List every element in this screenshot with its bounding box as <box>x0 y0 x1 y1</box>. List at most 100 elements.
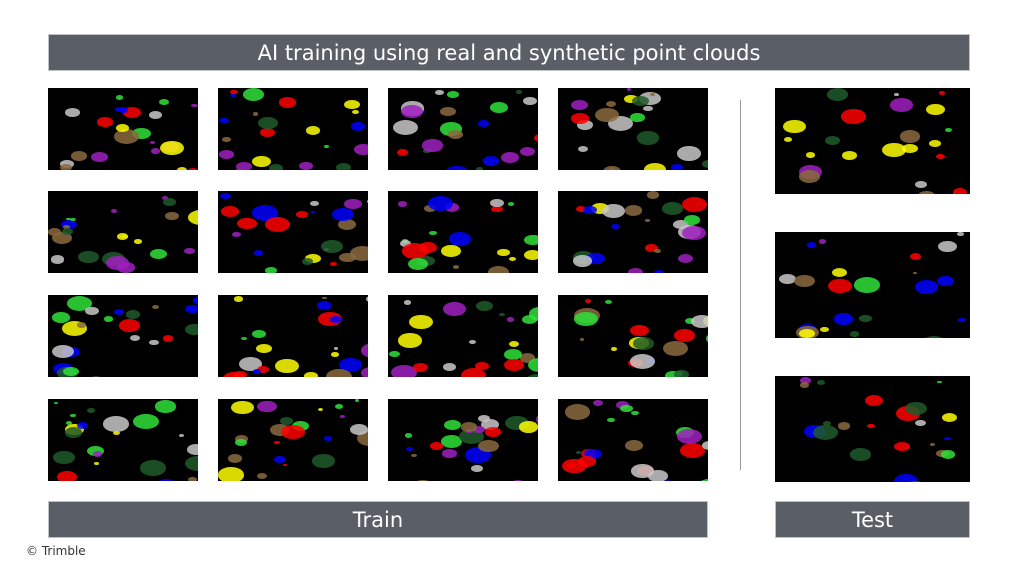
point-cluster <box>186 443 198 455</box>
point-cluster <box>629 353 656 370</box>
point-cluster <box>528 357 538 372</box>
point-cluster <box>50 255 65 264</box>
point-cluster <box>439 107 456 117</box>
point-cluster <box>818 239 827 244</box>
point-cluster <box>52 344 75 359</box>
point-cluster <box>220 192 231 200</box>
point-cluster <box>231 231 242 238</box>
point-cluster <box>509 340 520 347</box>
point-cluster <box>252 156 271 168</box>
point-cluster <box>643 162 667 170</box>
point-cluster <box>615 400 630 409</box>
point-cluster <box>681 196 708 212</box>
point-cluster <box>705 333 708 345</box>
point-cluster <box>520 353 536 363</box>
point-cluster <box>910 253 922 260</box>
point-cluster <box>165 211 180 221</box>
point-cluster <box>673 328 696 342</box>
point-cluster <box>672 219 689 230</box>
point-cluster <box>163 335 174 342</box>
point-cluster <box>326 369 352 377</box>
point-cluster <box>499 312 506 317</box>
point-cluster <box>280 424 306 440</box>
point-cluster <box>601 203 625 218</box>
point-cluster <box>64 427 83 438</box>
point-cluster <box>859 314 872 322</box>
point-cluster <box>679 442 706 459</box>
point-cluster <box>219 150 234 159</box>
point-cluster <box>477 120 489 127</box>
point-cluster <box>70 413 76 417</box>
point-cluster <box>576 119 593 130</box>
point-cluster <box>312 454 335 468</box>
point-cluster <box>889 97 913 112</box>
point-cluster <box>936 153 945 159</box>
train-point-cloud-image <box>218 88 368 170</box>
point-cluster <box>577 146 588 153</box>
point-cluster <box>442 301 467 317</box>
point-cluster <box>191 103 198 108</box>
train-point-cloud-image <box>388 295 538 377</box>
point-cluster <box>632 337 654 350</box>
point-cluster <box>185 455 198 472</box>
train-point-cloud-image <box>388 399 538 481</box>
point-cluster <box>324 145 329 148</box>
slide-title: AI training using real and synthetic poi… <box>48 34 970 71</box>
point-cluster <box>957 232 964 236</box>
point-cluster <box>178 433 185 438</box>
point-cluster <box>188 167 197 170</box>
point-cluster <box>133 239 142 245</box>
point-cluster <box>444 203 460 212</box>
train-point-cloud-image <box>388 88 538 170</box>
train-point-cloud-image <box>218 399 368 481</box>
point-cluster <box>353 143 368 155</box>
point-cluster <box>59 163 72 170</box>
point-cluster <box>477 414 491 423</box>
point-cluster <box>893 473 919 482</box>
point-cluster <box>625 440 644 452</box>
point-cluster <box>188 477 197 481</box>
point-cluster <box>236 161 252 170</box>
point-cluster <box>298 162 313 170</box>
point-cluster <box>329 262 337 267</box>
point-cluster <box>317 407 324 412</box>
point-cluster <box>330 316 342 324</box>
point-cluster <box>332 208 355 222</box>
point-cluster <box>252 112 258 116</box>
point-cluster <box>571 99 589 111</box>
point-cluster <box>926 103 945 115</box>
point-cluster <box>854 277 881 293</box>
point-cluster <box>354 399 360 402</box>
point-cluster <box>403 300 412 305</box>
point-cluster <box>936 380 942 384</box>
point-cluster <box>849 331 860 337</box>
point-cluster <box>254 250 264 256</box>
point-cluster <box>122 107 142 119</box>
point-cluster <box>235 439 247 446</box>
point-cluster <box>894 93 900 97</box>
point-cluster <box>115 124 130 133</box>
divider <box>740 100 741 470</box>
point-cluster <box>798 170 820 183</box>
point-cluster <box>352 109 360 114</box>
point-cluster <box>339 252 356 263</box>
point-cluster <box>52 231 73 244</box>
point-cluster <box>151 304 159 309</box>
point-cluster <box>487 266 509 273</box>
point-cluster <box>408 257 429 271</box>
train-point-cloud-image <box>388 191 538 273</box>
point-cluster <box>155 400 176 413</box>
point-cluster <box>691 315 708 329</box>
train-point-cloud-image <box>218 295 368 377</box>
point-cluster <box>452 264 460 269</box>
train-point-cloud-image <box>558 88 708 170</box>
point-cluster <box>96 117 113 128</box>
point-cluster <box>904 402 927 416</box>
point-cluster <box>257 400 277 413</box>
point-cluster <box>832 267 848 277</box>
point-cluster <box>230 89 238 95</box>
point-cluster <box>274 456 286 464</box>
point-cluster <box>336 163 352 170</box>
point-cluster <box>912 271 917 275</box>
point-cluster <box>938 91 945 95</box>
